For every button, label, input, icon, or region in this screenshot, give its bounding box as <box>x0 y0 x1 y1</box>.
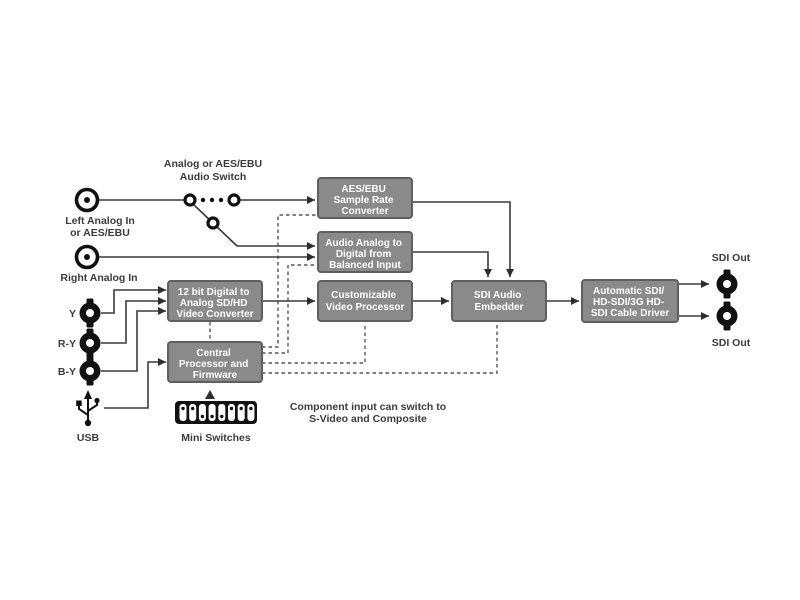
switch-dot-2 <box>209 197 215 203</box>
box-audio-embedder: SDI Audio Embedder <box>451 280 547 322</box>
box-video-processor-label: Customizable Video Processor <box>326 290 405 313</box>
line-y-to-video-converter <box>101 286 166 314</box>
box-cable-driver: Automatic SDI/ HD-SDI/3G HD- SDI Cable D… <box>581 279 679 323</box>
line-sample-rate-converter-to-embedder <box>412 201 514 277</box>
box-central-processor: Central Processor and Firmware <box>167 341 263 383</box>
switch-node-lower <box>206 216 220 230</box>
mini-switches-label: Mini Switches <box>181 432 251 444</box>
line-ry-to-video-converter <box>101 297 166 344</box>
y-connector <box>79 298 101 328</box>
dip-switches-icon <box>175 401 257 424</box>
left-analog-connector <box>74 187 100 213</box>
ry-label: R-Y <box>58 338 76 350</box>
sdi-out-bottom-connector <box>716 301 738 331</box>
box-audio-adc-label: Audio Analog to Digital from Balanced In… <box>325 238 405 271</box>
switch-dot-3 <box>218 197 224 203</box>
box-audio-adc: Audio Analog to Digital from Balanced In… <box>317 231 413 273</box>
switch-dot-1 <box>200 197 206 203</box>
audio-switch-label-line1: Analog or AES/EBU <box>164 158 262 170</box>
line-usb-to-cpu <box>104 358 166 409</box>
note-line2: S-Video and Composite <box>309 413 427 425</box>
box-central-processor-label: Central Processor and Firmware <box>179 348 251 381</box>
dashed-link-cpu-to-audio-embedder <box>262 323 498 374</box>
right-analog-connector <box>74 244 100 270</box>
note-line1: Component input can switch to <box>290 401 446 413</box>
box-video-processor: Customizable Video Processor <box>317 280 413 322</box>
box-audio-embedder-label: SDI Audio Embedder <box>474 290 524 313</box>
switch-node-left <box>183 193 197 207</box>
sdi-out-top-connector <box>716 269 738 299</box>
switch-node-right <box>227 193 241 207</box>
right-analog-label: Right Analog In <box>60 272 137 284</box>
sdi-out-top-label: SDI Out <box>712 252 751 264</box>
line-by-to-video-converter <box>101 307 166 372</box>
audio-switch-label-line2: Audio Switch <box>180 171 247 183</box>
mini-switches-up-arrow <box>205 390 215 399</box>
by-connector <box>79 356 101 386</box>
dashed-link-cpu-to-audio-adc <box>262 264 317 354</box>
box-sample-rate-converter-label: AES/EBU Sample Rate Converter <box>334 184 397 217</box>
box-video-converter: 12 bit Digital to Analog SD/HD Video Con… <box>167 280 263 322</box>
left-analog-label-line2: or AES/EBU <box>70 227 130 239</box>
usb-icon <box>76 390 100 427</box>
dashed-link-cpu-to-sample-rate-converter <box>262 214 317 348</box>
usb-label: USB <box>77 432 100 444</box>
box-sample-rate-converter: AES/EBU Sample Rate Converter <box>317 177 413 219</box>
sdi-out-bottom-label: SDI Out <box>712 337 751 349</box>
left-analog-label-line1: Left Analog In <box>65 215 135 227</box>
box-video-converter-label: 12 bit Digital to Analog SD/HD Video Con… <box>176 287 253 320</box>
toggle-switch-icon <box>183 193 241 230</box>
by-label: B-Y <box>58 366 76 378</box>
y-label: Y <box>69 308 76 320</box>
control-dashed-lines <box>209 214 498 374</box>
ry-connector <box>79 328 101 358</box>
dashed-link-cpu-to-video-processor <box>262 323 366 364</box>
line-audio-adc-to-embedder <box>412 251 492 277</box>
box-cable-driver-label: Automatic SDI/ HD-SDI/3G HD- SDI Cable D… <box>591 286 669 319</box>
